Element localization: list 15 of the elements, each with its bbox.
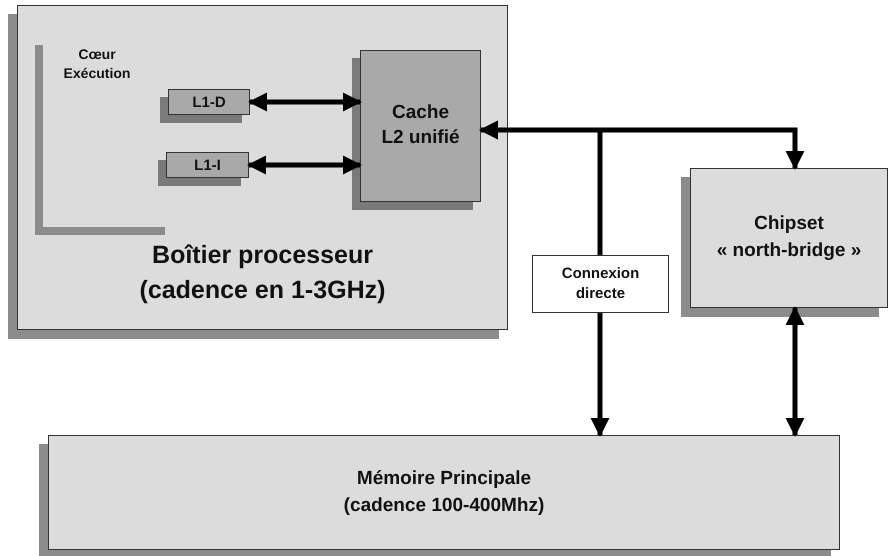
node-label: Chipset — [754, 212, 824, 236]
node-label: Mémoire Principale — [356, 466, 532, 491]
node-label: Cœur Exécution — [62, 45, 132, 83]
arrow — [786, 306, 804, 437]
node-label: « north-bridge » — [716, 239, 862, 263]
node-label: L1-I — [194, 156, 221, 174]
node-label: Cache — [392, 101, 450, 126]
arrow — [247, 156, 362, 174]
node-label: L2 unifié — [381, 126, 460, 150]
edge-label: Connexion directe — [532, 254, 669, 313]
arrow — [248, 92, 362, 112]
node-label: (cadence en 1-3GHz) — [140, 275, 386, 306]
node-label: (cadence 100-400Mhz) — [344, 494, 544, 518]
node-label: Boîtier processeur — [152, 240, 373, 271]
node-label: L1-D — [192, 94, 226, 110]
